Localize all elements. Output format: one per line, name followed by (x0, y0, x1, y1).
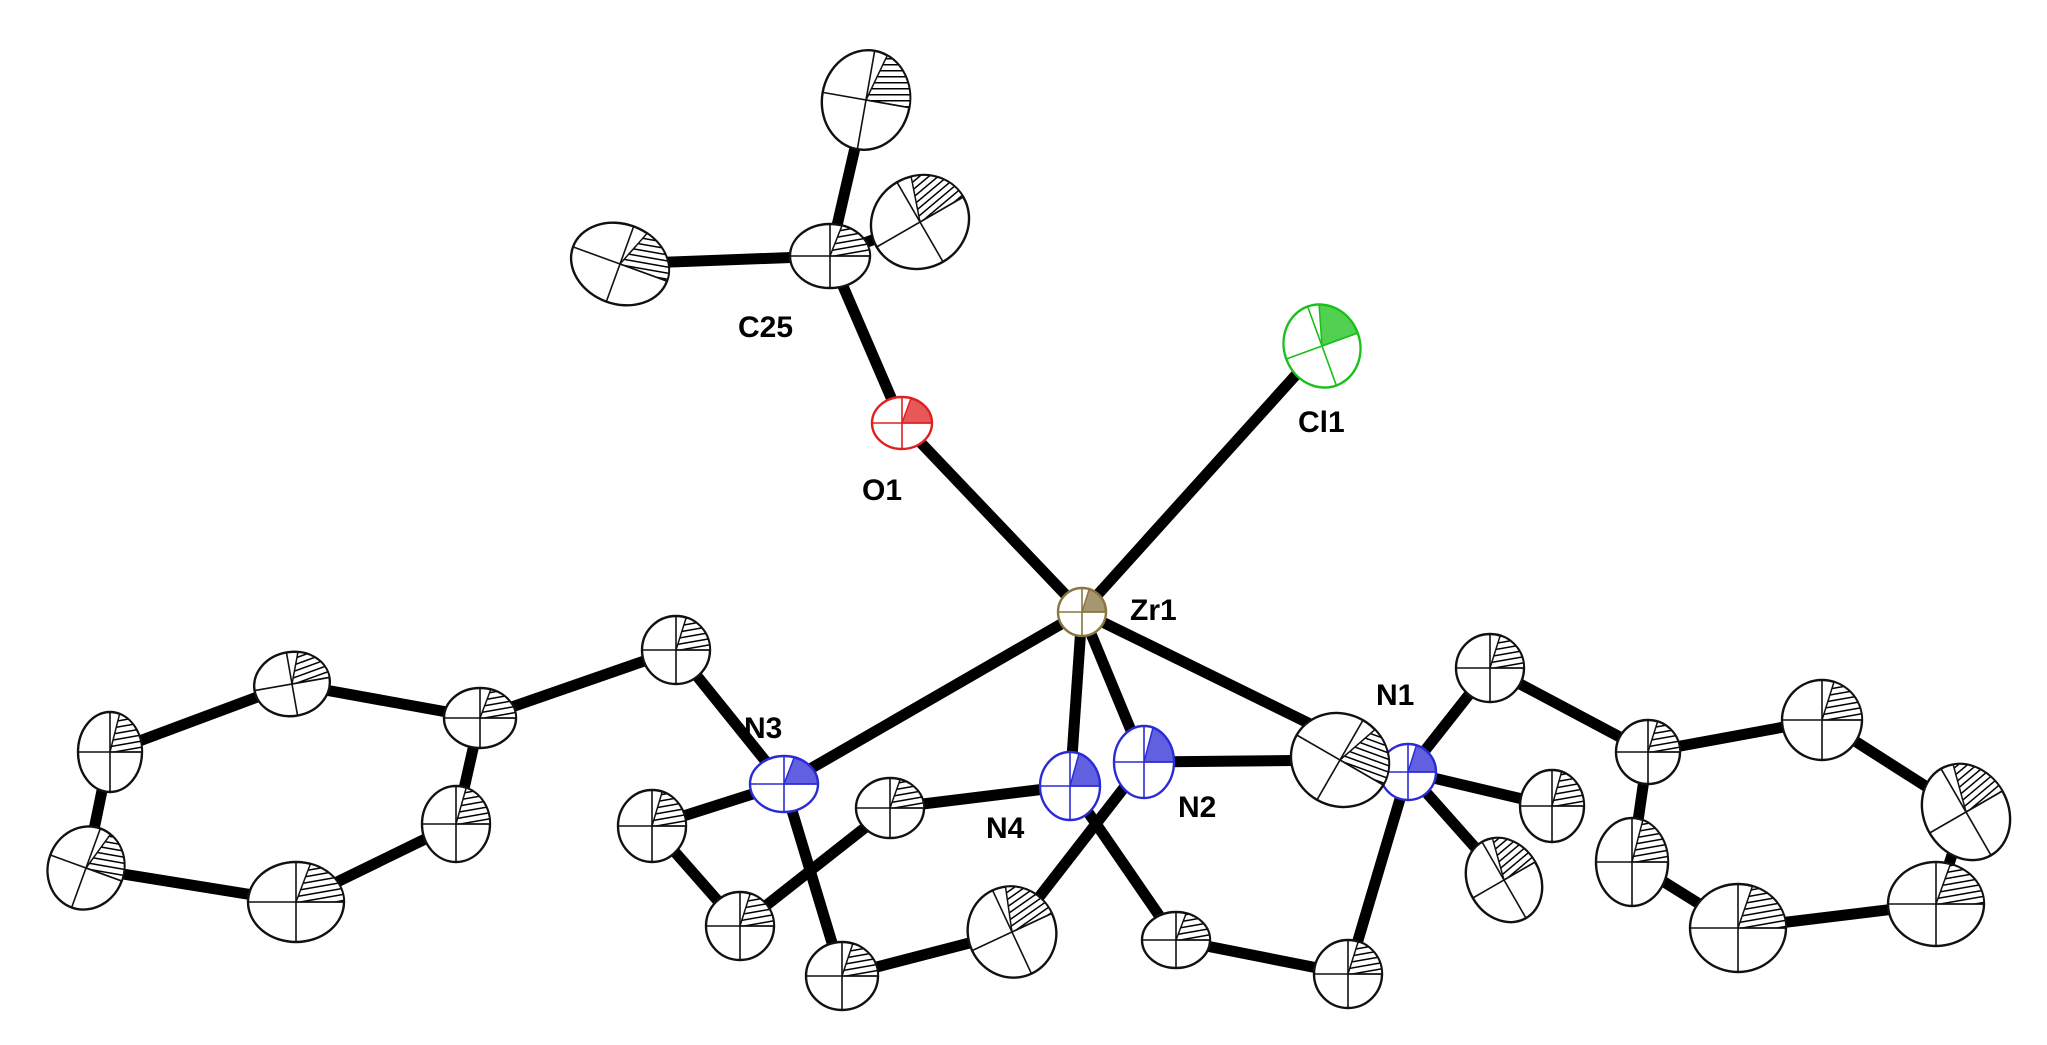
label-n4: N4 (986, 812, 1025, 845)
bond-zr1-o1 (898, 419, 1086, 616)
label-o1: O1 (862, 474, 902, 507)
bond-zr1-cl1 (1077, 342, 1327, 616)
atom-c-ph1-o2 (1594, 816, 1670, 908)
atom-c-n4-a (966, 885, 1058, 979)
atom-c25 (788, 222, 872, 290)
bond-zr1-n3 (781, 607, 1085, 789)
atom-c-ph1-m2 (1688, 882, 1788, 974)
atom-c-ph1-p (1886, 860, 1986, 948)
atom-c-bz1-ch2 (1454, 632, 1526, 704)
atom-c-ph1-m1 (1920, 762, 2012, 862)
atom-c-n1-b (1518, 768, 1586, 844)
atom-c-tbu-left (569, 221, 671, 307)
bonds-layer (80, 98, 1972, 982)
atom-c-ph3-m2 (246, 860, 346, 944)
atom-c-n3-b (704, 890, 776, 962)
atom-c-n3-d (804, 940, 880, 1012)
atom-labels: C25 O1 Cl1 Zr1 N3 N4 N2 N1 (738, 311, 1414, 845)
atom-c-ph1-o1 (1780, 678, 1864, 762)
atom-o1 (870, 395, 934, 451)
atom-c-ph3-m1 (76, 710, 144, 794)
atom-n2 (1112, 724, 1176, 800)
label-n2: N2 (1178, 791, 1216, 824)
atom-c-n1-c (1464, 836, 1544, 924)
atom-n3 (748, 754, 820, 814)
label-n1: N1 (1376, 679, 1414, 712)
atom-c-n2-a (1140, 910, 1212, 970)
label-zr1: Zr1 (1130, 594, 1177, 627)
atom-n4 (1038, 750, 1102, 822)
atom-c-ph3-ipso (442, 686, 518, 750)
atom-c-ph1-ipso (1614, 718, 1682, 786)
atom-zr1 (1056, 586, 1108, 638)
label-n3: N3 (744, 712, 782, 745)
atom-c-n3-a (616, 788, 688, 864)
atom-c-ph3-o2 (420, 784, 492, 864)
label-c25: C25 (738, 311, 793, 344)
atom-c-ph3-p (46, 825, 126, 911)
atom-c-n3-c (854, 776, 926, 840)
atom-c-ph3-o1 (252, 650, 332, 718)
atom-cl1 (1282, 303, 1362, 389)
label-cl1: Cl1 (1298, 406, 1345, 439)
atoms-layer (46, 48, 2012, 1012)
atom-c-tbu-top (820, 48, 912, 152)
atom-c-n1-a (1312, 938, 1384, 1010)
atom-c-bz3-ch2 (640, 614, 712, 686)
atom-c-tbu-right (869, 173, 971, 271)
atom-c-n1-big (1289, 711, 1391, 809)
